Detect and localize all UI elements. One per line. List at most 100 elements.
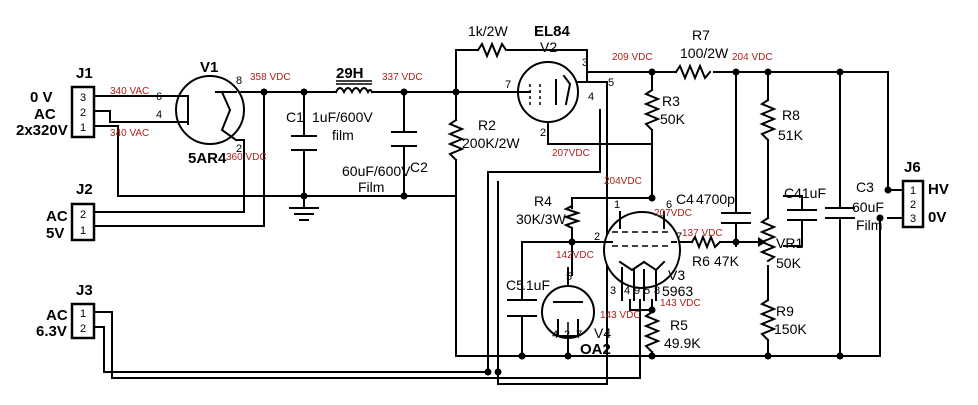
j1-pin-3: 3: [80, 92, 86, 104]
v2-pin-4: 4: [588, 91, 594, 103]
v1-pin-8: 8: [236, 75, 242, 87]
j6-pin-1: 1: [910, 185, 916, 197]
resistor-r7: R7 100/2W: [674, 27, 729, 81]
j6-label-hv: HV: [928, 181, 949, 198]
j1-label-0v: 0 V: [30, 89, 53, 106]
v3-pin-3: 3: [610, 285, 616, 297]
c4b-value: .1uF: [798, 185, 826, 201]
voltage-readings: 340 VAC 340 VAC 358 VDC 360 VDC 337 VDC …: [110, 52, 773, 321]
j2-ref: J2: [76, 181, 93, 198]
connector-j1: J1 3 2 1 0 V AC 2x320V: [16, 65, 96, 139]
c2-value: 60uF/600V: [342, 163, 411, 179]
capacitor-c5: C5 .1uF: [506, 277, 550, 317]
resistor-r4: R4 30K/3W: [516, 193, 582, 230]
v1-pin-4: 4: [156, 109, 162, 121]
resistor-r3: R3 50K: [643, 88, 686, 132]
c4-ref: C4: [676, 191, 694, 207]
r3-value: 50K: [660, 111, 686, 127]
j6-pin-3: 3: [910, 213, 916, 225]
voltage-143vdc-left: 143 VDC: [600, 310, 641, 321]
capacitor-c3: C3 60uF Film: [825, 179, 884, 233]
capacitor-c2: 60uF/600V Film C2: [342, 131, 428, 195]
vr1-value: 50K: [776, 255, 802, 271]
voltage-204vdc: 204 VDC: [732, 52, 773, 63]
vr1-ref: VR1: [776, 235, 803, 251]
r9-value: 150K: [774, 321, 807, 337]
connector-j3: J3 1 2 AC 6.3V: [36, 282, 96, 340]
tube-v4: 5 4 2 7 V4 OA2: [541, 271, 611, 358]
r7-value: 100/2W: [680, 45, 729, 61]
tube-v1: V1 8 6 4 2 5AR4: [156, 59, 245, 167]
r8-ref: R8: [782, 107, 800, 123]
voltage-204vdc-v3: 204VDC: [604, 176, 642, 187]
j3-label-ac: AC: [46, 307, 68, 324]
c2-ref: C2: [410, 159, 428, 175]
resistor-1k: 1k/2W: [468, 23, 508, 59]
voltage-207vdc-el84: 207VDC: [552, 148, 590, 159]
r7-ref: R7: [692, 27, 710, 43]
voltage-358vdc: 358 VDC: [250, 72, 291, 83]
v3-ref: V3: [668, 267, 685, 283]
c1-note: film: [332, 127, 354, 143]
r6-ref: R6: [692, 253, 710, 269]
j2-pin-1: 1: [80, 225, 86, 237]
v3-pin-5: 5: [644, 285, 650, 297]
j1-pin-1: 1: [80, 122, 86, 134]
c5-ref: C5: [506, 277, 524, 293]
resistor-r2: R2 200K/2W: [447, 117, 520, 162]
c4-value: 4700p: [696, 191, 735, 207]
v4-pin-7: 7: [576, 329, 582, 341]
voltage-137vdc: 137 VDC: [682, 228, 723, 239]
tube-v3: 1 6 2 7 3 4 9 5 8 V3 5963: [594, 199, 693, 301]
j2-label-ac: AC: [46, 208, 68, 225]
v2-name: EL84: [534, 23, 571, 40]
resistor-r5: R5 49.9K: [643, 310, 701, 354]
connector-j2: J2 2 1 AC 5V: [46, 181, 96, 242]
v3-pin-1: 1: [614, 199, 620, 211]
j3-label-voltage: 6.3V: [36, 323, 67, 340]
j3-pin-1: 1: [80, 308, 86, 320]
v4-pin-4: 4: [552, 329, 558, 341]
voltage-209vdc: 209 VDC: [612, 52, 653, 63]
resistor-r6: R6 47K: [690, 234, 740, 269]
j6-label-0v: 0V: [928, 209, 946, 226]
r4-value: 30K/3W: [516, 211, 567, 227]
v1-pin-6: 6: [156, 91, 162, 103]
v4-pin-5: 5: [566, 271, 572, 283]
voltage-143vdc-right: 143 VDC: [660, 298, 701, 309]
j3-pin-2: 2: [80, 323, 86, 335]
tube-v2: EL84 V2 3 7 5 4 2: [505, 23, 614, 139]
j6-pin-2: 2: [910, 199, 916, 211]
resistor-r8: R8 51K: [759, 98, 804, 143]
resistor-r9: R9 150K: [759, 298, 807, 342]
v4-ref: V4: [594, 325, 611, 341]
j1-pin-2: 2: [80, 107, 86, 119]
v3-pin-9: 9: [634, 285, 640, 297]
v2-ref: V2: [540, 39, 557, 55]
j1-label-voltage: 2x320V: [16, 122, 68, 139]
v1-type: 5AR4: [188, 150, 227, 167]
voltage-337vdc: 337 VDC: [382, 72, 423, 83]
r2-value: 200K/2W: [462, 135, 520, 151]
junction-dots: [260, 68, 892, 376]
v3-pin-4: 4: [624, 285, 630, 297]
c1-ref: C1: [286, 109, 304, 125]
r5-ref: R5: [670, 317, 688, 333]
v4-pin-2: 2: [564, 329, 570, 341]
voltage-340vac-top: 340 VAC: [110, 86, 149, 97]
v3-pin-8: 8: [654, 285, 660, 297]
c2-note: Film: [358, 179, 384, 195]
v2-pin-7: 7: [505, 79, 511, 91]
v2-pin-2: 2: [540, 127, 546, 139]
v2-pin-3: 3: [582, 57, 588, 69]
capacitor-c4-01uf: C4 .1uF: [784, 185, 826, 221]
r8-value: 51K: [778, 127, 804, 143]
v3-pin-7: 7: [676, 231, 682, 243]
ground-symbol: [289, 207, 319, 221]
potentiometer-vr1: VR1 50K: [755, 216, 803, 271]
r1k-value: 1k/2W: [468, 23, 508, 39]
voltage-340vac-bottom: 340 VAC: [110, 128, 149, 139]
v1-ref: V1: [200, 59, 218, 76]
j1-ref: J1: [76, 65, 93, 82]
